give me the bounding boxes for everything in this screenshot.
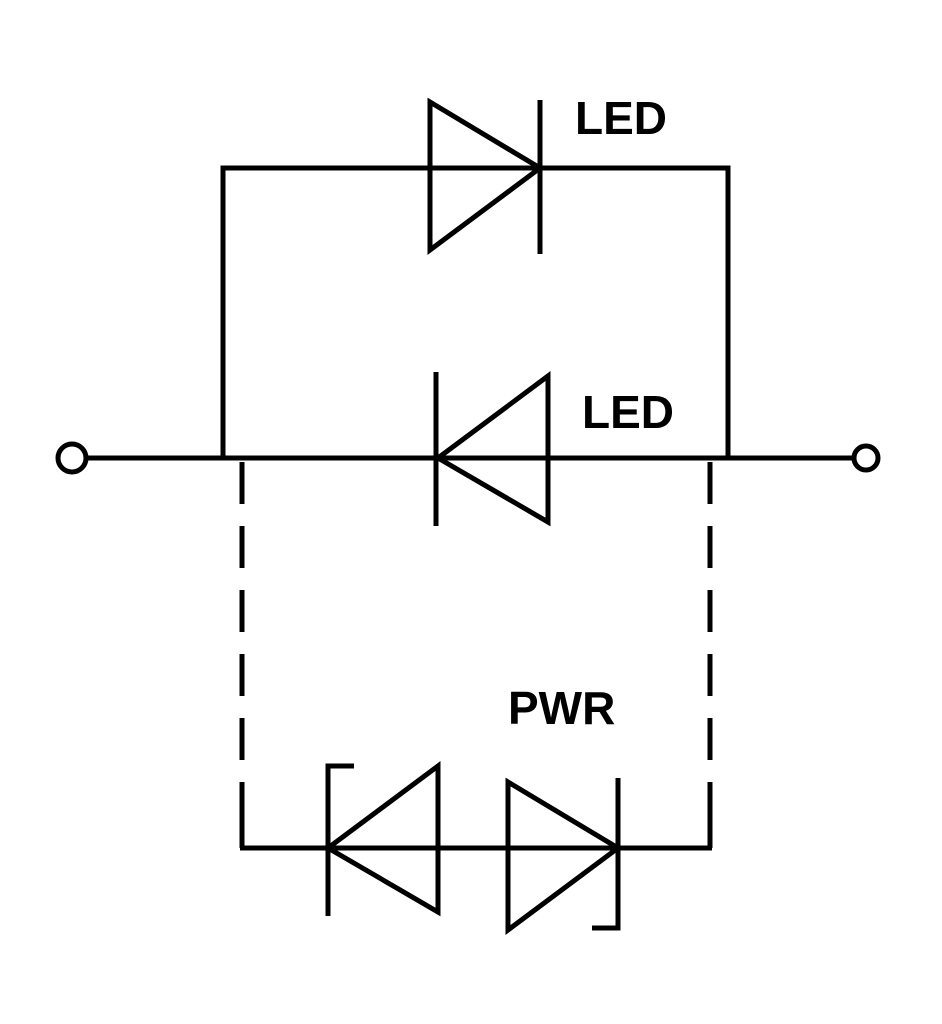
top-led-diode — [427, 97, 545, 255]
top-led-label: LED — [575, 92, 667, 144]
bottom-led-diode — [433, 371, 551, 527]
pwr-diode-right — [505, 777, 623, 935]
left-terminal — [55, 441, 89, 475]
pwr-diode-left-triangle — [323, 761, 441, 917]
pwr-diode-right-bracket — [592, 778, 621, 931]
upper-loop-wire — [220, 165, 731, 458]
pwr-diode-left-bracket — [325, 763, 354, 916]
pwr-diode-left — [323, 761, 441, 917]
top-led-triangle — [427, 97, 545, 255]
bottom-led-triangle — [433, 371, 551, 527]
right-terminal — [851, 443, 881, 473]
pwr-label: PWR — [508, 682, 615, 734]
pwr-diode-right-triangle — [505, 777, 623, 935]
bottom-led-label: LED — [582, 386, 674, 438]
